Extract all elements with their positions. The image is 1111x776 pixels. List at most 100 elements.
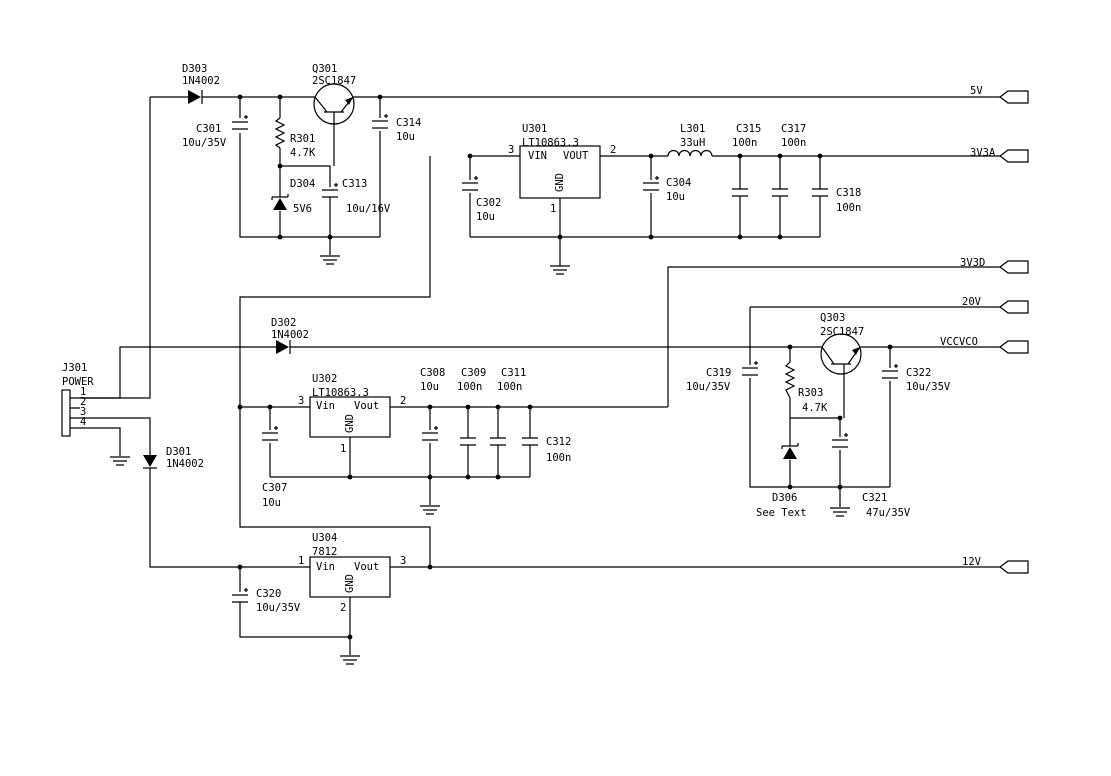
net-12v: 12V	[962, 556, 982, 568]
value-c313: 10u/16V	[346, 203, 391, 215]
label-d303: D303	[182, 63, 207, 75]
pin-u302-1: 1	[340, 443, 346, 455]
component-labels: D303 1N4002 Q301 2SC1847 C301 10u/35V R3…	[62, 63, 951, 614]
value-c321: 47u/35V	[866, 507, 911, 519]
transistor-q301	[313, 83, 355, 125]
value-c309: 100n	[457, 381, 482, 393]
value-c304: 10u	[666, 191, 685, 203]
value-u301: LT10863.3	[522, 137, 579, 149]
pin-u302-3: 3	[298, 395, 304, 407]
resistor-r303	[784, 361, 796, 399]
value-q301: 2SC1847	[312, 75, 356, 87]
resistor-r301	[274, 117, 286, 149]
label-c301: C301	[196, 123, 221, 135]
value-c315: 100n	[732, 137, 757, 149]
value-d303: 1N4002	[182, 75, 220, 87]
capacitor-c315	[732, 188, 748, 197]
capacitor-c321	[832, 433, 848, 448]
label-d301: D301	[166, 446, 191, 458]
pin-u302-2: 2	[400, 395, 406, 407]
value-c320: 10u/35V	[256, 602, 301, 614]
capacitor-c313	[322, 183, 338, 198]
pin-j301-4: 4	[80, 416, 86, 428]
label-c318: C318	[836, 187, 861, 199]
value-d301: 1N4002	[166, 458, 204, 470]
label-c304: C304	[666, 177, 691, 189]
label-c308: C308	[420, 367, 445, 379]
pin-j301-3: 3	[80, 406, 86, 418]
zener-d304	[271, 194, 289, 210]
value-c311: 100n	[497, 381, 522, 393]
net-3v3d: 3V3D	[960, 257, 985, 269]
pin-j301-1: 1	[80, 386, 86, 398]
pin-u301-vin: VIN	[528, 150, 547, 162]
pin-u304-vout: Vout	[354, 561, 379, 573]
pin-u302-vin: Vin	[316, 400, 335, 412]
value-r303: 4.7K	[802, 402, 828, 414]
capacitor-c307	[262, 426, 278, 441]
value-l301: 33uH	[680, 137, 705, 149]
label-u302: U302	[312, 373, 337, 385]
connector-j301[interactable]	[61, 389, 80, 437]
label-q301: Q301	[312, 63, 337, 75]
pin-u301-3: 3	[508, 144, 514, 156]
label-u304: U304	[312, 532, 337, 544]
value-q303: 2SC1847	[820, 326, 864, 338]
pin-j301-2: 2	[80, 396, 86, 408]
inductor-l301	[667, 149, 713, 157]
value-c307: 10u	[262, 497, 281, 509]
label-c322: C322	[906, 367, 931, 379]
net-3v3a: 3V3A	[970, 147, 996, 159]
wires	[80, 96, 1000, 655]
transistor-q303	[820, 333, 862, 375]
label-c320: C320	[256, 588, 281, 600]
diode-d301	[143, 455, 157, 469]
capacitor-c302	[462, 176, 478, 191]
value-d306: See Text	[756, 507, 807, 519]
capacitor-c320	[232, 588, 248, 603]
capacitor-c309	[460, 437, 476, 446]
value-d304: 5V6	[293, 203, 312, 215]
value-c301: 10u/35V	[182, 137, 227, 149]
net-5v: 5V	[970, 85, 983, 97]
net-terminals	[999, 90, 1029, 574]
label-u301: U301	[522, 123, 547, 135]
value-u302: LT10863.3	[312, 387, 369, 399]
value-c318: 100n	[836, 202, 861, 214]
label-d306: D306	[772, 492, 797, 504]
pin-u304-2: 2	[340, 602, 346, 614]
value-c312: 100n	[546, 452, 571, 464]
label-d304: D304	[290, 178, 315, 190]
label-c309: C309	[461, 367, 486, 379]
label-c321: C321	[862, 492, 887, 504]
pin-u304-3: 3	[400, 555, 406, 567]
regulator-u302	[309, 396, 391, 438]
ground-symbols	[110, 255, 850, 665]
value-c314: 10u	[396, 131, 415, 143]
diode-d302	[276, 340, 291, 354]
value-u304: 7812	[312, 546, 337, 558]
value-c308: 10u	[420, 381, 439, 393]
label-c315: C315	[736, 123, 761, 135]
label-r301: R301	[290, 133, 315, 145]
label-q303: Q303	[820, 312, 845, 324]
label-l301: L301	[680, 123, 705, 135]
net-labels: 5V 3V3A 3V3D 20V VCCVCO 12V	[940, 85, 996, 568]
label-r303: R303	[798, 387, 823, 399]
capacitor-c308	[422, 426, 438, 441]
pin-u304-vin: Vin	[316, 561, 335, 573]
label-j301: J301	[62, 362, 87, 374]
label-c312: C312	[546, 436, 571, 448]
net-20v: 20V	[962, 296, 982, 308]
label-c317: C317	[781, 123, 806, 135]
capacitor-c317	[772, 188, 788, 197]
junctions	[237, 94, 893, 640]
capacitor-c318	[812, 188, 828, 197]
value-c302: 10u	[476, 211, 495, 223]
zener-d306	[781, 443, 799, 459]
capacitor-c319	[742, 361, 758, 376]
value-c317: 100n	[781, 137, 806, 149]
pin-u301-1: 1	[550, 203, 556, 215]
pin-u301-gnd: GND	[554, 173, 566, 192]
